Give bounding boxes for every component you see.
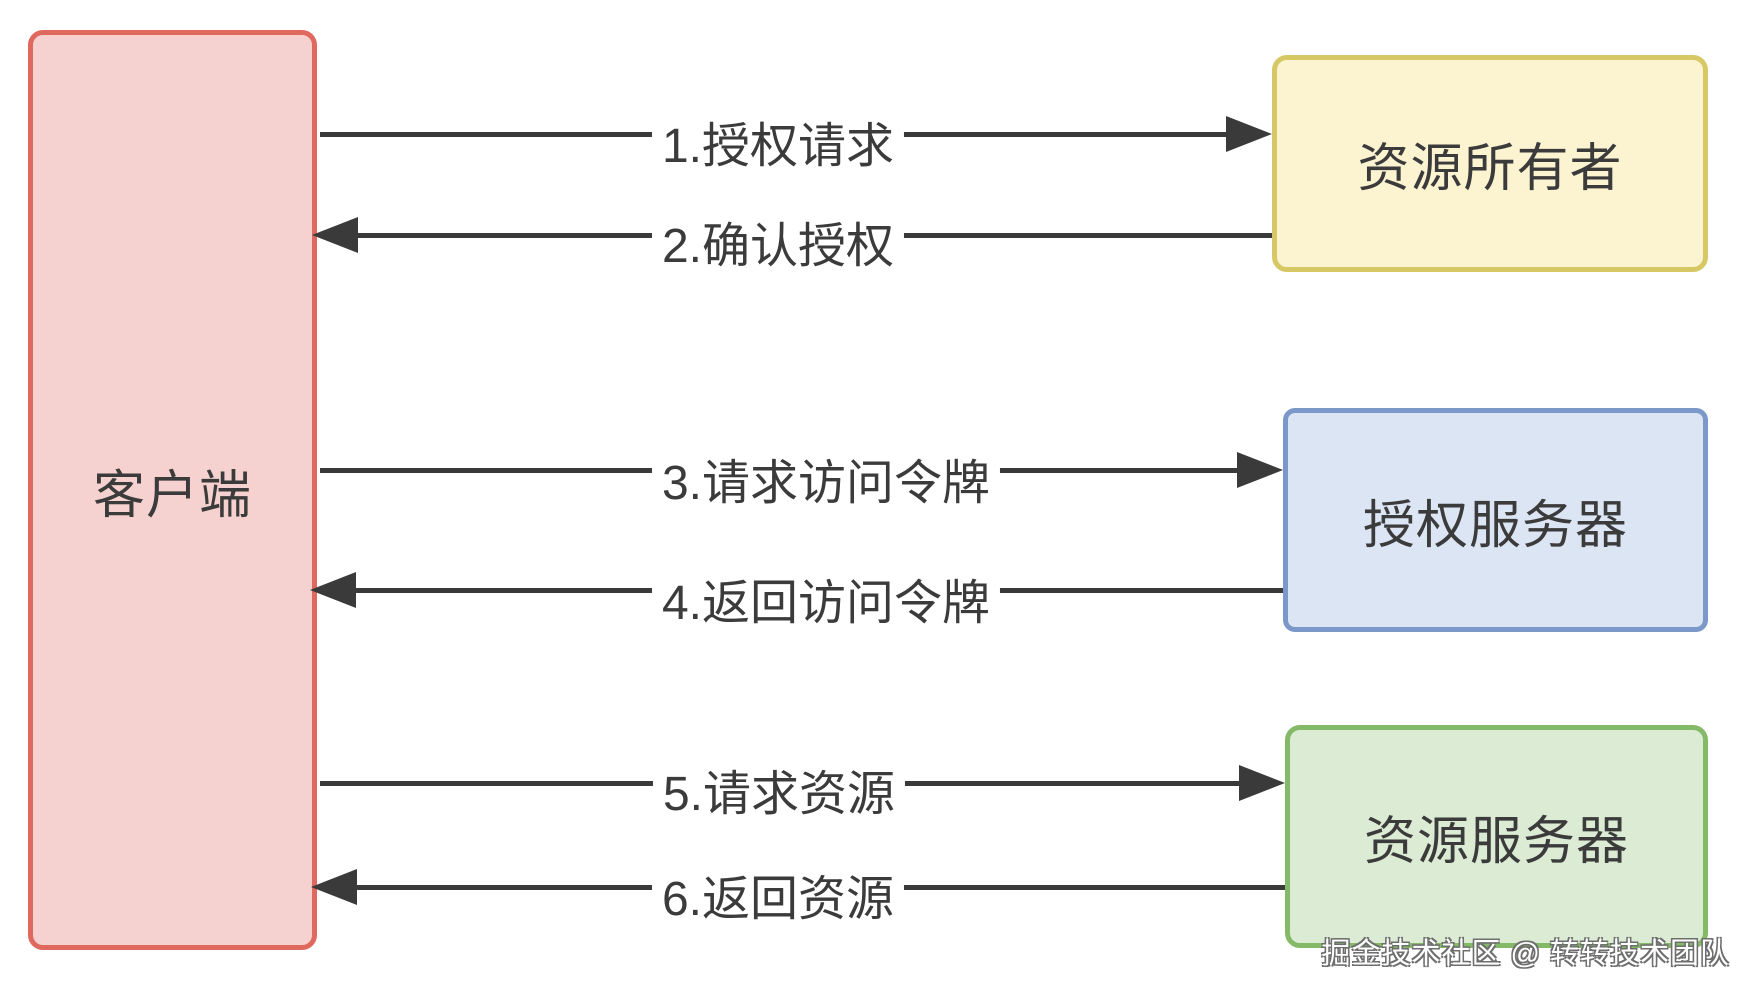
edge-4-label: 4.返回访问令牌 xyxy=(651,563,1001,633)
watermark: 掘金技术社区 @ 转转技术团队 xyxy=(1321,938,1730,970)
auth-server-box: 授权服务器 xyxy=(1283,408,1708,632)
client-box: 客户端 xyxy=(28,30,317,950)
edge-2-label: 2.确认授权 xyxy=(651,206,905,276)
edge-3-label: 3.请求访问令牌 xyxy=(651,443,1001,513)
resource-server-label: 资源服务器 xyxy=(1363,813,1629,871)
arrowhead-right-icon xyxy=(1226,116,1272,152)
resource-owner-label: 资源所有者 xyxy=(1357,140,1623,198)
edge-6-label: 6.返回资源 xyxy=(651,859,905,929)
arrowhead-right-icon xyxy=(1239,765,1285,801)
auth-server-label: 授权服务器 xyxy=(1362,496,1628,555)
arrowhead-left-icon xyxy=(311,869,357,905)
arrowhead-left-icon xyxy=(310,572,356,608)
arrowhead-left-icon xyxy=(312,217,358,253)
resource-owner-box: 资源所有者 xyxy=(1272,55,1708,272)
client-label: 客户端 xyxy=(92,466,252,525)
edge-5-label: 5.请求资源 xyxy=(652,754,906,824)
arrowhead-right-icon xyxy=(1237,452,1283,488)
edge-1-label: 1.授权请求 xyxy=(651,106,905,176)
resource-server-box: 资源服务器 xyxy=(1285,725,1708,948)
